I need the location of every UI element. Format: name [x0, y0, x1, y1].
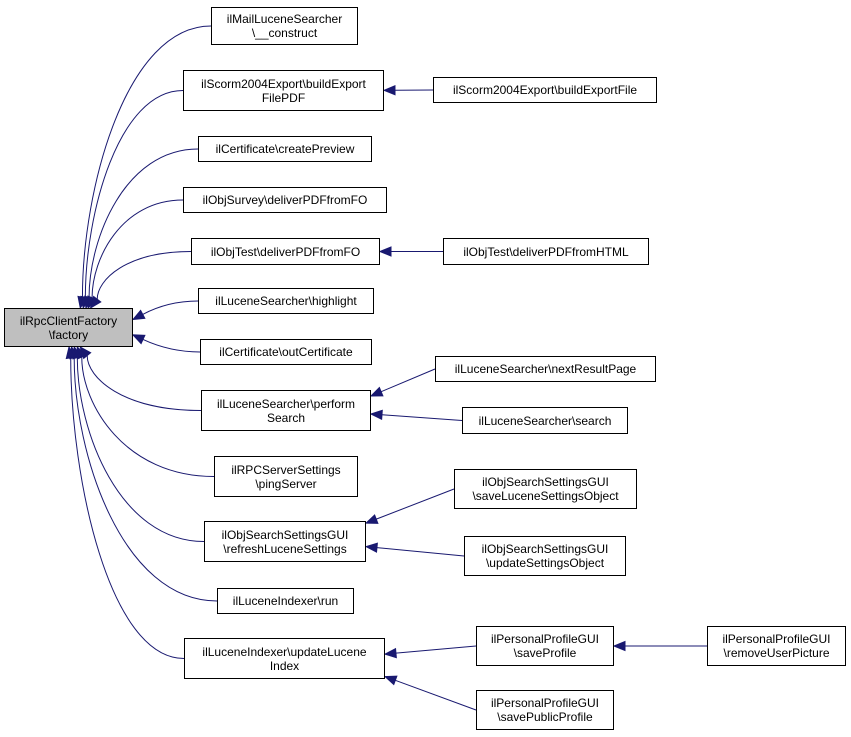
node-lucene-searcher-highlight[interactable]: ilLuceneSearcher\highlight [198, 288, 374, 314]
node-label: ilLuceneIndexer\updateLucene [202, 644, 367, 659]
node-label: \factory [48, 327, 89, 342]
edge-n9-to-root [142, 339, 201, 353]
edge-n2-to-root [84, 90, 184, 298]
edge-n17-to-root [73, 357, 218, 602]
node-label: ilObjSearchSettingsGUI [481, 542, 609, 556]
node-label: ilMailLuceneSearcher [226, 12, 343, 26]
node-label: ilLuceneSearcher\highlight [215, 294, 357, 308]
node-search-settings-update-settings[interactable]: ilObjSearchSettingsGUI \updateSettingsOb… [464, 536, 626, 576]
node-search-settings-refresh-lucene[interactable]: ilObjSearchSettingsGUI \refreshLuceneSet… [204, 521, 366, 562]
node-rpc-server-settings-ping-server[interactable]: ilRPCServerSettings \pingServer [214, 456, 358, 497]
node-label: ilRpcClientFactory [19, 313, 118, 328]
node-root: ilRpcClientFactory \factory [4, 308, 133, 347]
node-search-settings-save-lucene-object[interactable]: ilObjSearchSettingsGUI \saveLuceneSettin… [454, 469, 637, 509]
node-label: ilObjTest\deliverPDFfromFO [210, 244, 361, 259]
node-obj-test-deliver-pdf-fo[interactable]: ilObjTest\deliverPDFfromFO [191, 238, 380, 265]
node-label: ilLuceneIndexer\run [232, 594, 339, 608]
node-personal-profile-save-profile[interactable]: ilPersonalProfileGUI \saveProfile [476, 626, 614, 666]
node-label: ilObjSurvey\deliverPDFfromFO [202, 193, 368, 207]
edge-n15-to-n14 [376, 488, 455, 520]
edge-n16-to-n14 [376, 547, 465, 557]
node-mail-lucene-searcher-construct[interactable]: ilMailLuceneSearcher \__construct [211, 7, 358, 45]
node-lucene-searcher-perform-search[interactable]: ilLuceneSearcher\perform Search [201, 390, 371, 431]
node-label: \refreshLuceneSettings [223, 541, 347, 556]
edge-n13-to-root [81, 357, 215, 477]
node-label: ilCertificate\createPreview [215, 142, 355, 156]
edge-n18-to-root [70, 357, 185, 659]
node-label: ilRPCServerSettings [231, 462, 341, 477]
edge-n8-to-root [142, 300, 199, 315]
arrowhead-n3-to-n2 [382, 85, 396, 96]
node-label: FilePDF [261, 90, 306, 105]
edge-n5-to-root [91, 199, 184, 298]
node-label: ilObjSearchSettingsGUI [221, 527, 349, 542]
node-lucene-searcher-search[interactable]: ilLuceneSearcher\search [462, 407, 628, 434]
arrowhead-n20-to-n19 [612, 640, 626, 652]
node-certificate-create-preview[interactable]: ilCertificate\createPreview [198, 136, 372, 162]
edge-n19-to-n18 [395, 645, 477, 654]
node-scorm-build-export-file-pdf[interactable]: ilScorm2004Export\buildExport FilePDF [183, 70, 384, 111]
node-obj-test-deliver-pdf-html[interactable]: ilObjTest\deliverPDFfromHTML [443, 238, 649, 265]
edge-n4-to-root [88, 148, 199, 298]
node-label: \pingServer [255, 476, 317, 491]
arrowhead-n21-to-n18 [383, 675, 398, 686]
node-lucene-indexer-run[interactable]: ilLuceneIndexer\run [217, 588, 354, 614]
edge-n1-to-root [81, 25, 212, 298]
node-label: Index [269, 658, 300, 673]
node-lucene-searcher-next-result-page[interactable]: ilLuceneSearcher\nextResultPage [435, 356, 656, 382]
node-personal-profile-save-public-profile[interactable]: ilPersonalProfileGUI \savePublicProfile [476, 690, 614, 730]
arrowhead-n19-to-n18 [383, 647, 397, 659]
node-obj-survey-deliver-pdf[interactable]: ilObjSurvey\deliverPDFfromFO [183, 187, 387, 213]
node-label: \saveLuceneSettingsObject [472, 489, 619, 503]
arrowhead-n12-to-n10 [369, 409, 383, 421]
node-personal-profile-remove-user-picture[interactable]: ilPersonalProfileGUI \removeUserPicture [707, 626, 846, 666]
node-label: \savePublicProfile [497, 710, 593, 724]
node-label: \removeUserPicture [723, 646, 830, 660]
arrowhead-n8-to-root [131, 309, 146, 321]
node-label: ilLuceneSearcher\search [478, 413, 612, 428]
arrowhead-n7-to-n6 [378, 246, 392, 257]
node-label: ilCertificate\outCertificate [219, 345, 353, 359]
edge-n6-to-root [96, 251, 192, 300]
node-label: ilLuceneSearcher\nextResultPage [454, 362, 637, 376]
node-label: \saveProfile [513, 646, 577, 660]
node-label: ilPersonalProfileGUI [722, 632, 831, 646]
node-label: \updateSettingsObject [485, 556, 605, 570]
edge-n12-to-n10 [381, 414, 463, 421]
node-label: ilScorm2004Export\buildExport [201, 76, 366, 91]
node-label: ilPersonalProfileGUI [490, 632, 600, 646]
edge-n11-to-n10 [380, 368, 436, 393]
edge-n14-to-root [76, 357, 205, 542]
node-certificate-out-certificate[interactable]: ilCertificate\outCertificate [200, 339, 372, 365]
edge-n10-to-root [86, 355, 202, 411]
node-label: ilScorm2004Export\buildExportFile [452, 83, 638, 97]
node-scorm-build-export-file[interactable]: ilScorm2004Export\buildExportFile [433, 77, 657, 103]
node-label: ilLuceneSearcher\perform [216, 396, 356, 411]
arrowhead-n11-to-n10 [369, 386, 384, 397]
edge-n21-to-n18 [395, 679, 477, 711]
arrowhead-n15-to-n14 [364, 514, 379, 524]
arrowhead-n16-to-n14 [364, 542, 378, 553]
node-lucene-indexer-update-index[interactable]: ilLuceneIndexer\updateLucene Index [184, 638, 385, 679]
node-label: Search [266, 410, 306, 425]
arrowhead-n9-to-root [131, 334, 146, 345]
node-label: ilObjTest\deliverPDFfromHTML [463, 244, 629, 259]
node-label: ilPersonalProfileGUI [490, 696, 600, 710]
arrowhead-n18-to-root [65, 345, 76, 360]
node-label: ilObjSearchSettingsGUI [482, 475, 609, 489]
node-label: \__construct [251, 26, 318, 40]
